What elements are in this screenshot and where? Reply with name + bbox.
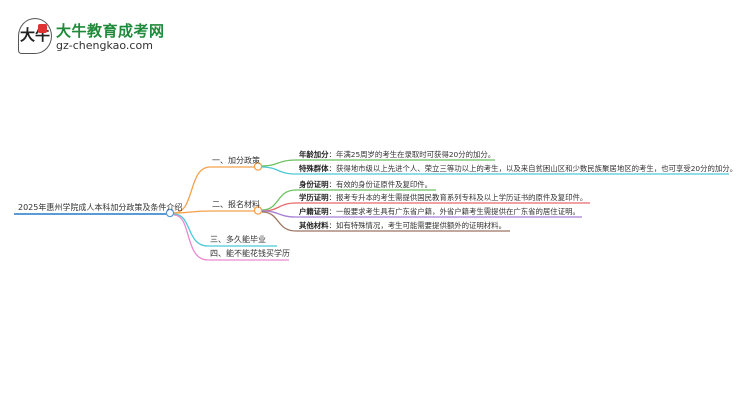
- root-topic[interactable]: 2025年惠州学院成人本科加分政策及条件介绍: [18, 203, 183, 212]
- connector-leaf-6: [261, 211, 510, 232]
- logo-title: 大牛教育成考网: [56, 22, 165, 40]
- connector-branch-3: [173, 213, 277, 247]
- leaf-id-proof[interactable]: 身份证明：有效的身份证原件及复印件。: [297, 179, 434, 191]
- leaf-text: ：年满25周岁的考生在录取时可获得20分的加分。: [328, 150, 496, 159]
- branch-2-label[interactable]: 二、报名材料: [212, 200, 260, 209]
- connector-leaf-1: [261, 159, 495, 167]
- connector-branch-4: [173, 214, 289, 261]
- leaf-key: 身份证明: [299, 180, 329, 189]
- branch-1-label[interactable]: 一、加分政策: [212, 156, 260, 165]
- leaf-special-groups[interactable]: 特殊群体：获得地市级以上先进个人、荣立三等功以上的考生，以及来自贫困山区和少数民…: [297, 163, 739, 175]
- connector-leaf-3: [261, 189, 436, 211]
- leaf-text: ：一般要求考生具有广东省户籍，外省户籍考生需提供在广东省的居住证明。: [328, 207, 580, 216]
- leaf-text: ：报考专升本的考生需提供国民教育系列专科及以上学历证书的原件及复印件。: [328, 193, 588, 202]
- root-node-toggle[interactable]: [165, 208, 175, 218]
- leaf-household-proof[interactable]: 户籍证明：一般要求考生具有广东省户籍，外省户籍考生需提供在广东省的居住证明。: [297, 206, 582, 218]
- leaf-key: 其他材料: [299, 221, 329, 230]
- leaf-key: 特殊群体: [299, 164, 329, 173]
- connector-leaf-5: [261, 210, 582, 218]
- leaf-other-materials[interactable]: 其他材料：如有特殊情况，考生可能需要提供额外的证明材料。: [297, 220, 508, 232]
- leaf-key: 年龄加分: [299, 150, 329, 159]
- branch-2-toggle[interactable]: [253, 206, 263, 215]
- logo-seal-icon: [38, 24, 47, 33]
- leaf-text: ：有效的身份证原件及复印件。: [328, 180, 433, 189]
- connector-branch-2: [173, 210, 254, 214]
- connector-branch-1: [173, 166, 254, 214]
- branch-1-toggle[interactable]: [253, 162, 263, 171]
- leaf-text: ：获得地市级以上先进个人、荣立三等功以上的考生，以及来自贫困山区和少数民族聚居地…: [328, 164, 738, 173]
- logo-url: gz-chengkao.com: [56, 39, 153, 52]
- leaf-age-bonus[interactable]: 年龄加分：年满25周岁的考生在录取时可获得20分的加分。: [297, 149, 497, 161]
- leaf-key: 学历证明: [299, 193, 329, 202]
- branch-3-label[interactable]: 三、多久能毕业: [210, 235, 266, 244]
- leaf-key: 户籍证明: [299, 207, 329, 216]
- connector-leaf-2: [261, 166, 729, 175]
- leaf-education-proof[interactable]: 学历证明：报考专升本的考生需提供国民教育系列专科及以上学历证书的原件及复印件。: [297, 192, 589, 204]
- branch-4-label[interactable]: 四、能不能花钱买学历: [210, 249, 290, 258]
- leaf-text: ：如有特殊情况，考生可能需要提供额外的证明材料。: [328, 221, 506, 230]
- logo: 大牛 大牛教育成考网 gz-chengkao.com: [18, 18, 178, 54]
